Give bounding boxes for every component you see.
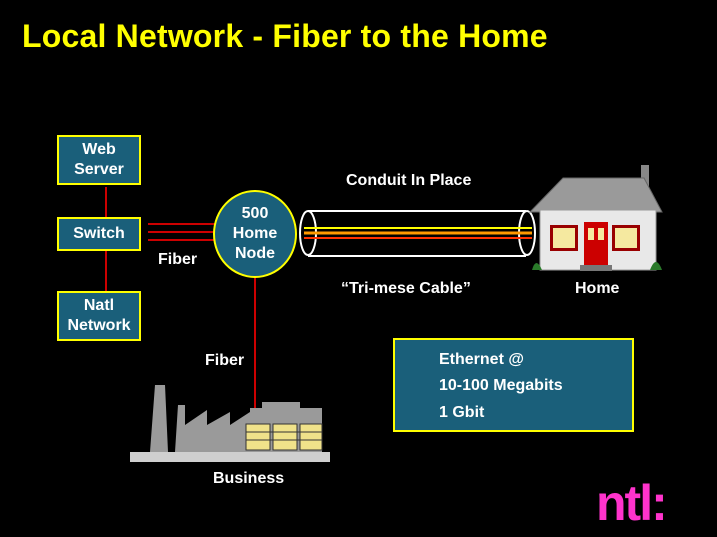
- home-node-circle: 500 Home Node: [213, 190, 297, 278]
- conduit-label: Conduit In Place: [346, 172, 472, 189]
- slide-title: Local Network - Fiber to the Home: [22, 18, 548, 54]
- switch-box: Switch: [57, 217, 141, 251]
- web-server-label-1: Web: [82, 141, 116, 158]
- house-icon: [528, 165, 663, 271]
- ntl-logo: ntl:: [596, 475, 668, 531]
- ethernet-line-3: 1 Gbit: [439, 404, 485, 421]
- fiber-label-down: Fiber: [205, 352, 245, 369]
- node-label-2: Home: [232, 225, 278, 242]
- business-label: Business: [213, 470, 285, 487]
- factory-icon: [130, 385, 330, 462]
- home-label: Home: [575, 280, 620, 297]
- node-label-3: Node: [234, 245, 275, 262]
- natl-network-label-2: Network: [67, 317, 131, 334]
- conduit-pipe: [299, 210, 536, 257]
- node-label-1: 500: [241, 205, 269, 222]
- natl-network-label-1: Natl: [83, 297, 115, 314]
- ethernet-line-1: Ethernet @: [439, 351, 524, 368]
- switch-label: Switch: [73, 225, 125, 242]
- web-server-label-2: Server: [74, 161, 124, 178]
- web-server-box: Web Server: [57, 135, 141, 185]
- ethernet-line-2: 10-100 Megabits: [439, 377, 563, 394]
- natl-network-box: Natl Network: [57, 291, 141, 341]
- cable-label: “Tri-mese Cable”: [341, 280, 471, 297]
- fiber-label-left: Fiber: [158, 251, 198, 268]
- ethernet-info-box: Ethernet @ 10-100 Megabits 1 Gbit: [393, 338, 634, 432]
